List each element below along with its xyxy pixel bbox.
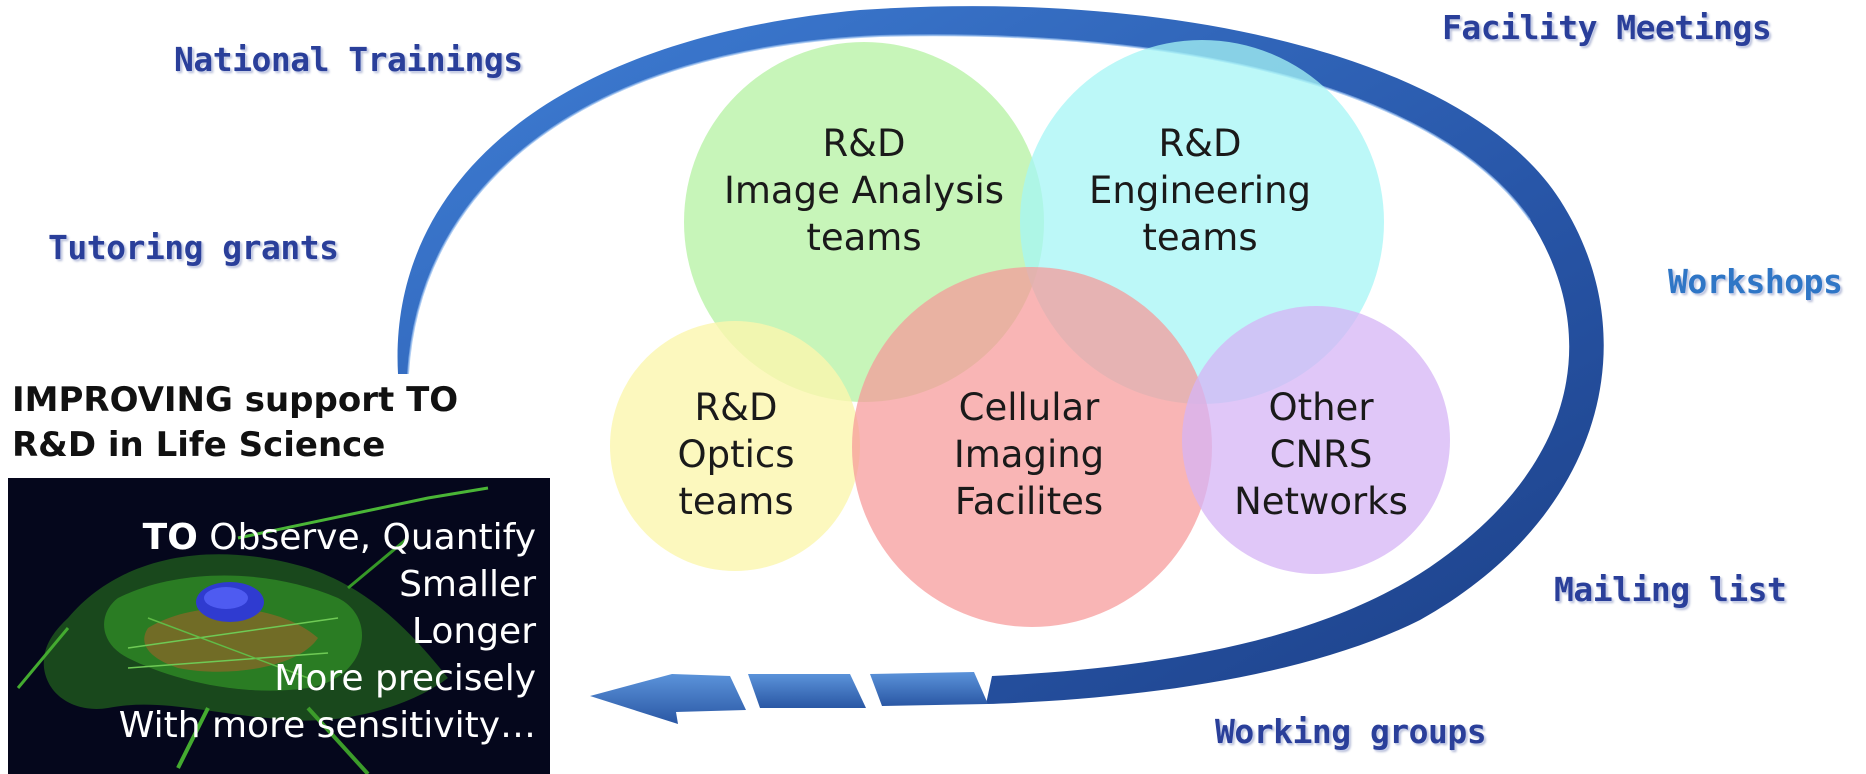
photo-line-rest: Observe, Quantify [197,517,536,558]
circle-line: teams [806,216,922,259]
circle-line: Other [1268,386,1374,429]
photo-line: More precisely [274,658,536,699]
photo-line-first: TO Observe, Quantify [119,514,536,561]
circle-label-other-networks: Other CNRS Networks [1206,384,1436,525]
headline: IMPROVING support TO R&D in Life Science [12,378,458,468]
photo-panel: TO Observe, Quantify Smaller Longer More… [8,478,550,774]
photo-line-lead: TO [142,517,198,558]
circle-optics [610,321,860,571]
circle-line: CNRS [1269,433,1373,476]
label-mailing-list: Mailing list [1554,570,1787,609]
photo-text: TO Observe, Quantify Smaller Longer More… [119,514,536,749]
label-national-trainings: National Trainings [174,40,523,79]
photo-line: Smaller [399,564,536,605]
circle-line: R&D [694,386,778,429]
circle-line: Engineering [1089,169,1311,212]
circle-label-optics: R&D Optics teams [636,384,836,525]
circle-other-networks [1182,306,1450,574]
arrow-segment [870,672,988,706]
circle-line: Networks [1234,480,1408,523]
circle-label-image-analysis: R&D Image Analysis teams [714,120,1014,261]
cell-image-icon [16,486,489,774]
photo-line: Longer [411,611,536,652]
circle-label-cellular-imaging: Cellular Imaging Facilites [904,384,1154,525]
circle-line: Image Analysis [723,169,1005,212]
circle-line: R&D [822,122,906,165]
circle-line: R&D [1158,122,1242,165]
circle-line: Imaging [953,433,1105,476]
photo-line: With more sensitivity… [118,705,536,746]
circle-line: Optics [677,433,795,476]
label-workshops: Workshops [1668,262,1843,301]
circle-line: teams [1142,216,1258,259]
circle-label-engineering: R&D Engineering teams [1050,120,1350,261]
label-working-groups: Working groups [1215,712,1487,751]
label-facility-meetings: Facility Meetings [1442,8,1772,47]
headline-line: IMPROVING support TO [12,380,459,420]
arrow-segment [748,674,866,708]
arrow-head-icon [590,674,746,724]
circle-line: Cellular [958,386,1100,429]
circle-line: teams [678,480,794,523]
circle-cellular-imaging [852,267,1212,627]
headline-line: R&D in Life Science [12,425,386,465]
circle-line: Facilites [954,480,1104,523]
label-tutoring-grants: Tutoring grants [48,228,339,267]
